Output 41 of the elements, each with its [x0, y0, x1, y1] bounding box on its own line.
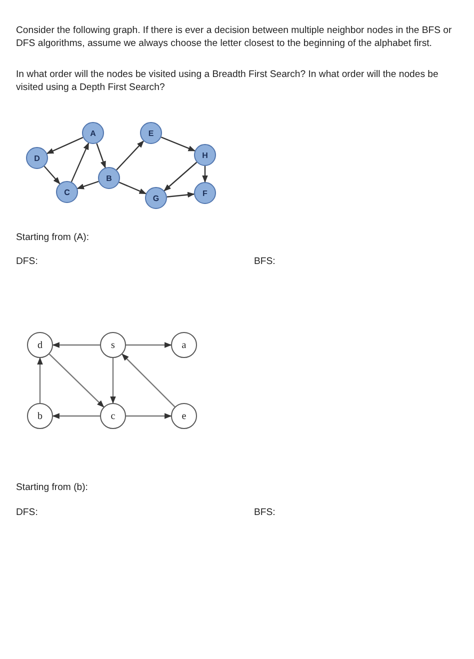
- arrow: [46, 136, 84, 154]
- graph-node: s: [100, 332, 126, 358]
- graph-node: G: [145, 187, 167, 209]
- graph-node: A: [82, 122, 104, 144]
- arrow: [96, 143, 106, 168]
- graph-node: B: [98, 167, 120, 189]
- graph-node: a: [171, 332, 197, 358]
- answer-label: BFS:: [254, 506, 276, 519]
- arrow: [166, 192, 195, 198]
- arrow: [48, 354, 104, 408]
- arrow: [202, 166, 208, 183]
- arrow: [110, 358, 116, 404]
- graph-node: H: [194, 144, 216, 166]
- graph-node: b: [27, 403, 53, 429]
- answer-label: DFS:: [16, 255, 39, 268]
- graph-node: F: [194, 182, 216, 204]
- graph-node: d: [27, 332, 53, 358]
- arrow: [116, 140, 144, 170]
- arrow: [126, 342, 172, 348]
- arrow: [52, 342, 100, 348]
- question-text: Consider the following graph. If there is ever a decision between multiple neighbor nodes in the BFS or DFS algorithms, assume we always choose the letter closest to the beginning of the alphabet first.: [16, 24, 453, 50]
- prompt-text: Starting from (b):: [16, 481, 89, 494]
- arrow: [44, 166, 60, 184]
- prompt-text: Starting from (A):: [16, 231, 90, 244]
- answer-label: BFS:: [254, 255, 276, 268]
- graph-node: E: [140, 122, 162, 144]
- question-text: In what order will the nodes be visited using a Breadth First Search? In what order will the nodes be visited using a Depth First Search?: [16, 68, 440, 94]
- arrow: [52, 413, 100, 419]
- arrow: [122, 354, 176, 408]
- answer-label: DFS:: [16, 506, 39, 519]
- graph-node: C: [56, 181, 78, 203]
- arrow: [76, 180, 99, 190]
- arrow: [37, 357, 43, 403]
- graph-node: e: [171, 403, 197, 429]
- graph-node: c: [100, 403, 126, 429]
- arrow: [160, 136, 196, 152]
- arrow: [126, 413, 172, 419]
- graph-node: D: [26, 147, 48, 169]
- arrow: [164, 162, 198, 192]
- arrow: [118, 182, 147, 194]
- arrow: [70, 142, 90, 182]
